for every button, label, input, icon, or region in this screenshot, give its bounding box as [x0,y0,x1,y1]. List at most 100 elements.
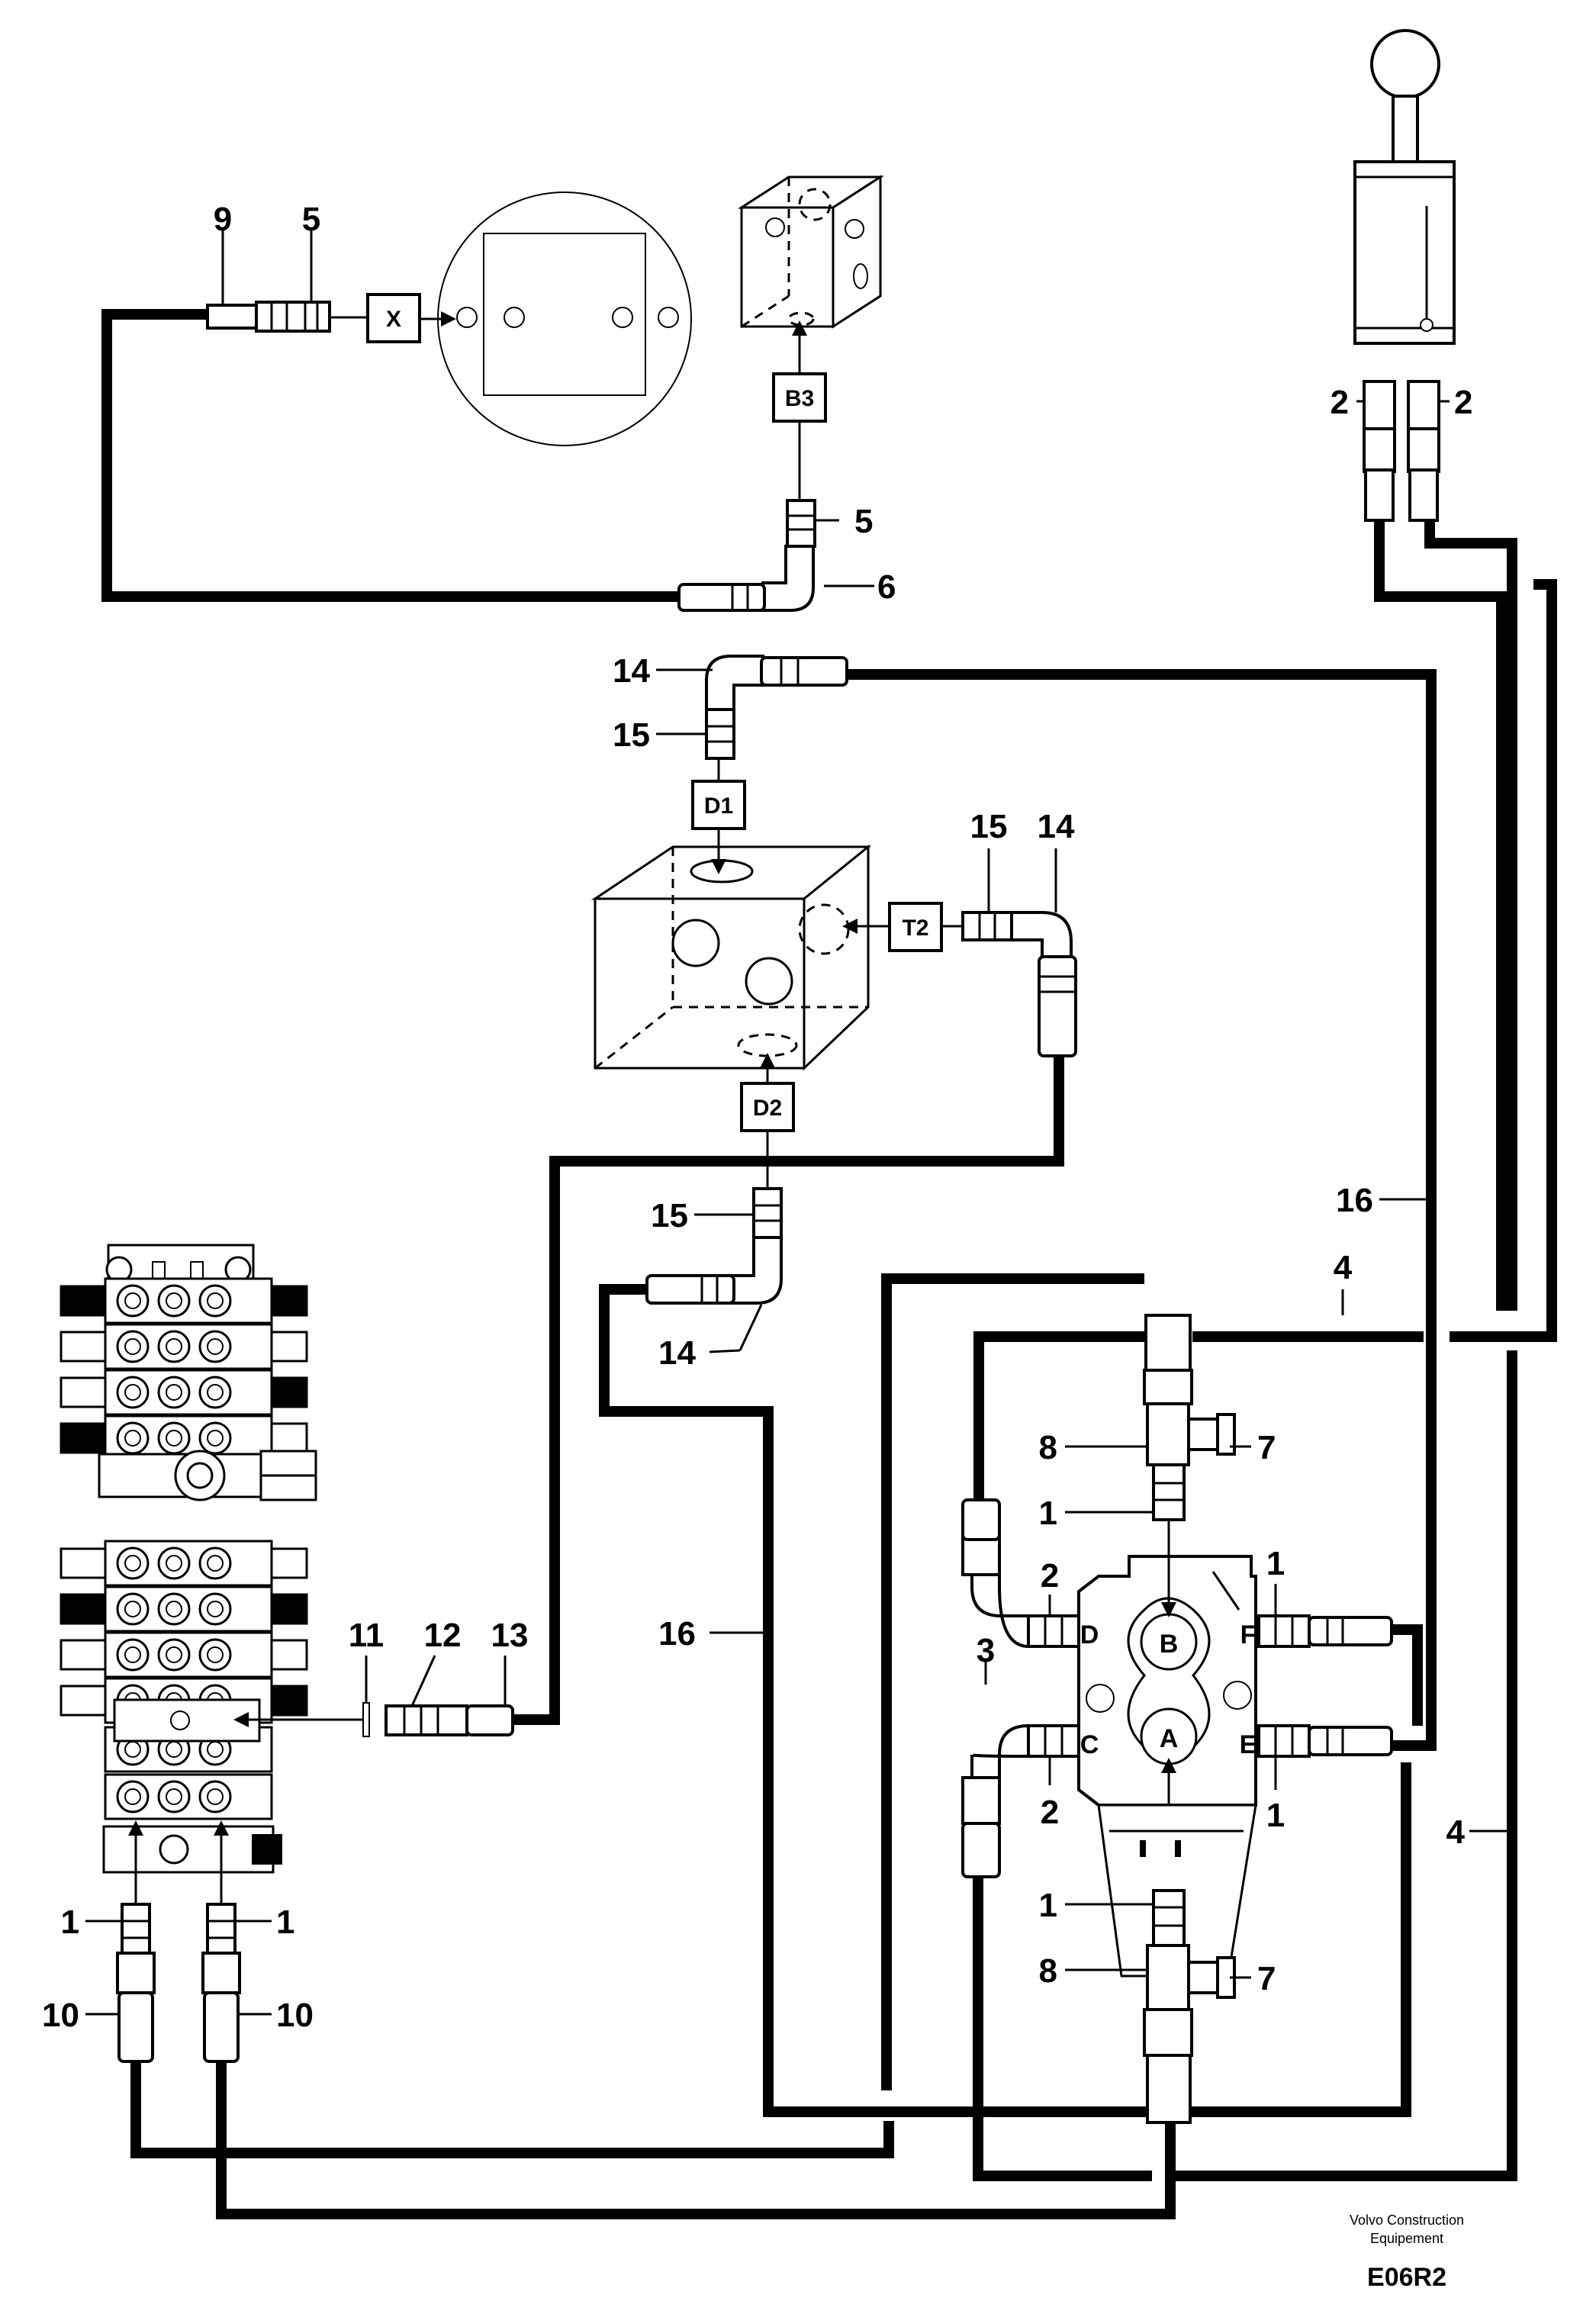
adapter-fitting-2-c [1027,1724,1080,1758]
callout-1-bottom: 1 [1039,1887,1057,1924]
elbow-fitting-14-mid [731,1236,783,1305]
hose-end-3-bottom [961,1822,1001,1878]
figure-code: E06R2 [1367,2263,1446,2292]
joystick-knob [1370,29,1440,99]
elbow-fitting-3-bottom [970,1723,1030,1779]
hose-4-right [1170,1350,1517,2181]
callout-10-left: 10 [42,1997,79,2034]
callout-15-mid: 15 [651,1197,688,1234]
adapter-fitting-1-left-b [206,1903,237,1955]
tee-fitting-8-top [1146,1402,1190,1466]
hose-16-d1 [847,669,1437,1751]
spool-end-right [270,1593,308,1625]
hose-end-14-mid [645,1274,735,1305]
spool-end-right [270,1547,308,1579]
hose-end-top-valve [1144,1314,1192,1372]
port-label-d: D [1080,1620,1099,1649]
b3-block-front [740,206,835,328]
callout-2-d: 2 [1041,1557,1059,1595]
gauge-port-left [456,307,478,328]
adapter-fitting-1-f [1257,1614,1311,1648]
b3-block-side [832,175,882,329]
spool-end-left [60,1639,107,1671]
connection-label-d1: D1 [704,793,733,819]
gauge-port-right [658,307,679,328]
tank-block-group: D1 D2 T2 [591,655,1077,1305]
gauge-port-mid-right [612,307,633,328]
port-label-f: F [1240,1620,1257,1649]
callout-4-right: 4 [1446,1813,1466,1851]
elbow-fitting-14-t2 [1010,911,1073,960]
connection-label-t2: T2 [902,916,928,941]
credit-block: Volvo Construction Equipement E06R2 [1350,2212,1464,2292]
spool-end-right [270,1639,308,1671]
hose-14-mid [599,1284,1152,2117]
callout-15-t2: 15 [970,808,1008,845]
callout-leaders [85,230,1512,2016]
joystick-body [1353,160,1456,345]
callout-9: 9 [214,201,232,238]
hose-end-14-top [760,656,848,687]
hose-end-6 [677,583,766,612]
spool-end-right [270,1376,308,1408]
spool-end-right [270,1685,308,1717]
adapter-fitting-1-top [1152,1463,1186,1521]
adapter-fitting-15-mid [752,1187,783,1239]
hose-end-bottom-valve [1146,2054,1192,2124]
callout-2-joystick-left: 2 [1331,384,1349,421]
spool-end-left [60,1331,107,1363]
adapter-fitting-12 [385,1704,468,1736]
connection-box-b3 [772,372,827,423]
adapter-fitting-5-top [255,301,331,333]
callout-2-c: 2 [1041,1794,1059,1831]
port-label-a: A [1160,1724,1179,1753]
adapter-fitting-5-right [786,499,816,548]
joystick-port-fitting-right [1407,380,1440,430]
connection-box-x [366,293,421,343]
callout-7-top: 7 [1257,1429,1276,1466]
hose-end-13 [465,1704,514,1736]
callout-7-bottom: 7 [1257,1960,1276,1997]
callout-16-right: 16 [1336,1182,1373,1219]
hose-16-bottom [1192,1762,1411,2117]
callout-numbers: 9 5 5 6 2 2 14 15 15 14 16 15 14 4 8 7 1… [42,201,1472,2034]
spool-end-left [60,1593,107,1625]
callout-16-left: 16 [658,1615,696,1653]
port-label-c: C [1080,1730,1099,1759]
callout-10-right: 10 [276,1997,314,2034]
callout-8-bottom: 8 [1039,1952,1057,1990]
hose-4-top-left [973,1331,1144,1514]
joystick-hose-end-left [1363,427,1396,473]
callout-14-mid: 14 [658,1334,696,1372]
elbow-fitting-3-top [970,1570,1030,1649]
credit-line-2: Equipement [1370,2231,1443,2246]
callout-12: 12 [424,1617,462,1654]
spool-end-left [60,1547,107,1579]
callout-1-left-b: 1 [276,1904,294,1941]
hose-t2-to-13 [511,1054,1064,1725]
tee-fitting-8-bottom [1146,1944,1190,2011]
callout-14-top: 14 [613,652,650,690]
spool-end-left [60,1285,107,1317]
pressure-gauge-group: X [206,191,692,446]
callout-1-e: 1 [1266,1797,1285,1834]
hose-end-3-top [961,1498,1001,1541]
test-point-fitting-9 [206,304,258,330]
hose-end-10-left [117,1991,154,2063]
adapter-fitting-1-bottom [1152,1889,1186,1947]
spool-end-right [270,1422,308,1454]
adapter-fitting-15-t2 [961,911,1015,941]
connection-label-x: X [386,307,401,332]
spool-end-left [60,1376,107,1408]
hose-10-left [130,2060,894,2158]
main-control-valve-bank [60,1244,366,1874]
joystick-hose-end-right [1407,427,1440,473]
hose-network [101,309,1557,2219]
callout-5-right: 5 [854,503,873,540]
joystick-port-fitting-left [1363,380,1396,430]
selector-valve-group: B A D C [961,1314,1393,2124]
hose-end-e [1308,1726,1393,1756]
callout-3: 3 [977,1632,995,1669]
callout-14-t2: 14 [1038,808,1075,845]
